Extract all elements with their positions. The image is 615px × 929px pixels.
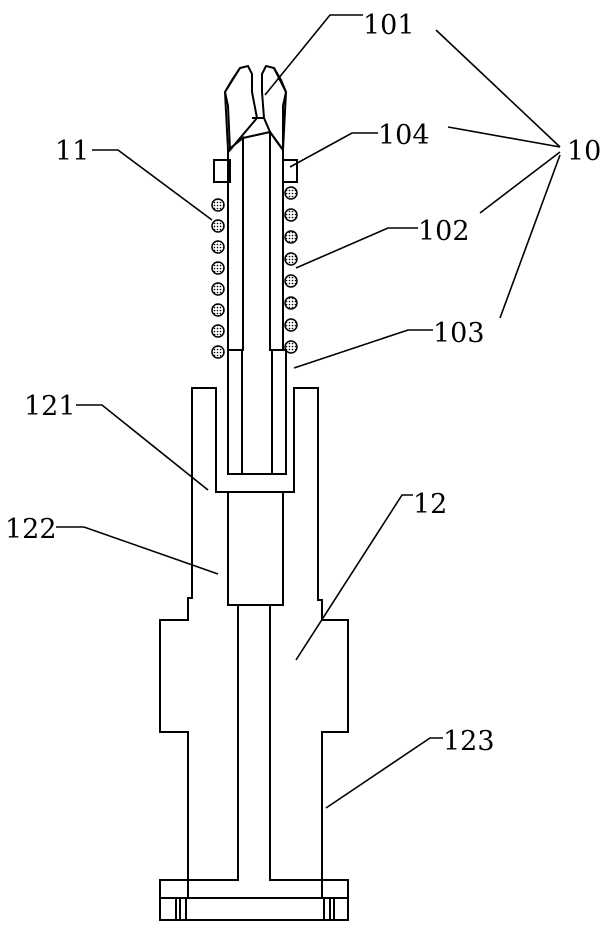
leader-123 <box>325 737 443 809</box>
spring-coil <box>284 208 298 222</box>
spring-coil <box>211 198 225 212</box>
body-wall-left <box>159 387 239 899</box>
spring-coil <box>284 230 298 244</box>
leader-lines <box>56 14 561 809</box>
leader-102 <box>295 227 418 269</box>
leader-121 <box>76 404 209 491</box>
leader-10-a <box>435 29 561 148</box>
label-104: 104 <box>378 120 430 151</box>
spring-coil <box>211 240 225 254</box>
nozzle-assembly <box>213 64 298 475</box>
leader-104 <box>289 132 378 168</box>
spring-coil <box>284 252 298 266</box>
leader-10-d <box>499 154 561 319</box>
body-base-left <box>159 879 189 921</box>
label-11: 11 <box>55 136 89 167</box>
spring-coil <box>211 303 225 317</box>
spring-coil <box>211 324 225 338</box>
body-base-thread-left <box>175 897 187 921</box>
spring-coil <box>284 186 298 200</box>
spring-coil <box>211 345 225 359</box>
leader-101 <box>264 14 363 96</box>
leader-10-c <box>479 151 561 214</box>
nozzle-collar-left <box>213 159 231 183</box>
nozzle-thread-right <box>271 349 287 475</box>
nozzle-tip-left <box>223 64 259 153</box>
body-base-thread-right <box>323 897 335 921</box>
nozzle-collar-right <box>282 159 298 183</box>
spring-coils <box>211 186 298 359</box>
reference-labels: 101 104 10 11 102 103 121 122 12 123 <box>5 10 601 757</box>
spring-coil <box>211 282 225 296</box>
nozzle-thread-left <box>227 349 243 475</box>
body-assembly <box>159 387 349 921</box>
spring-coil <box>284 274 298 288</box>
spring-coil <box>284 340 298 354</box>
leader-103 <box>293 329 433 369</box>
label-12: 12 <box>413 489 447 520</box>
label-121: 121 <box>24 391 76 422</box>
leader-12 <box>295 494 413 661</box>
spring-coil <box>284 296 298 310</box>
label-102: 102 <box>418 216 470 247</box>
label-123: 123 <box>443 726 495 757</box>
spring-coil <box>211 261 225 275</box>
leader-11 <box>92 149 213 221</box>
nozzle-tip-right <box>261 64 288 154</box>
spring-coil <box>211 219 225 233</box>
label-101: 101 <box>363 10 415 41</box>
label-10: 10 <box>567 136 601 167</box>
label-103: 103 <box>433 318 485 349</box>
body-wall-right <box>269 387 349 899</box>
leader-10-b <box>447 126 561 148</box>
nozzle-tube-wall-right <box>269 128 284 351</box>
label-122: 122 <box>5 514 57 545</box>
leader-122 <box>56 526 219 575</box>
spring-coil <box>284 318 298 332</box>
